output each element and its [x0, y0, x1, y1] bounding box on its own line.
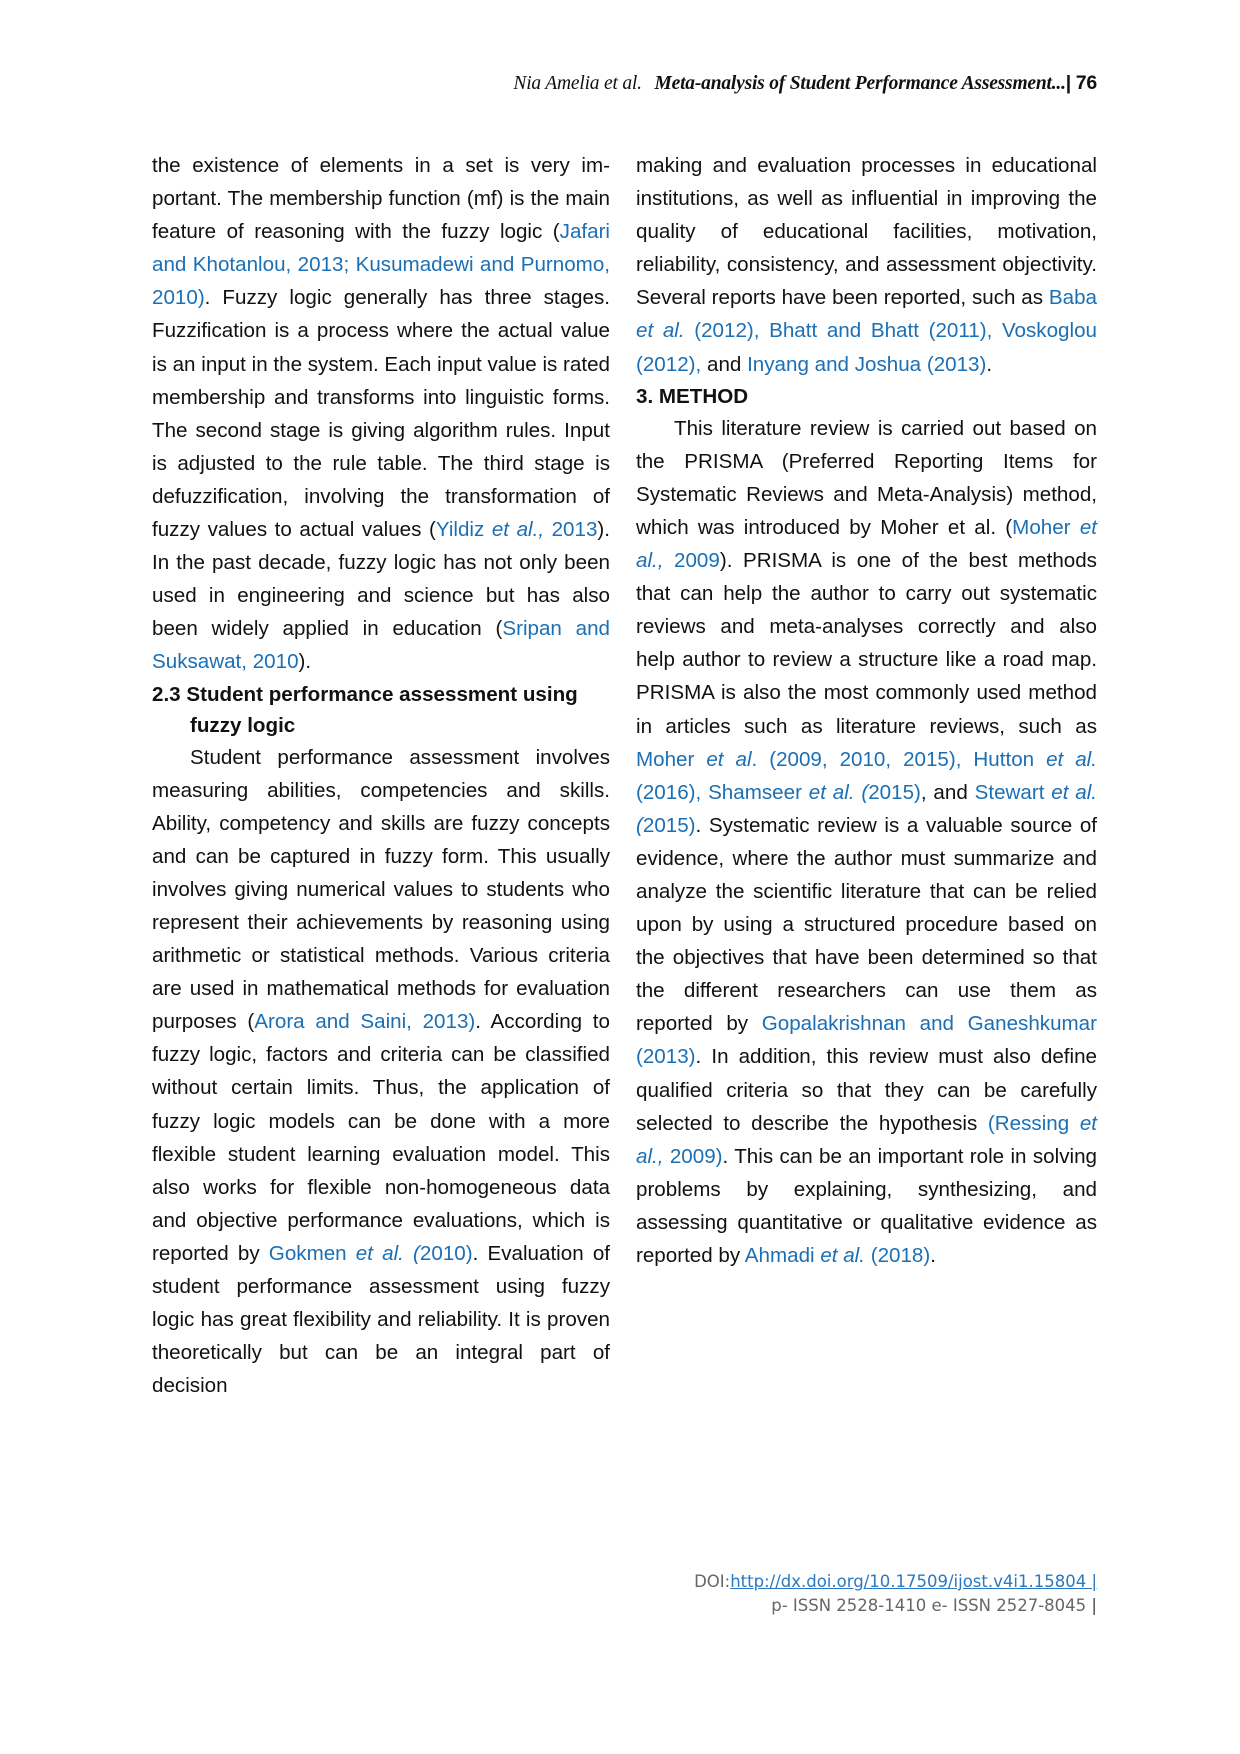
body-text: In the past decade, fuzzy logic has not … [152, 551, 610, 641]
citation-text: (2012), Bhatt and Bhatt (2011), Voskoglo… [636, 319, 1097, 376]
citation-moher-2009[interactable]: Moher et al., 2009 [636, 516, 1097, 572]
citation-etal: et al. [636, 319, 685, 343]
body-text: ). PRISMA is one of the best methods tha… [636, 549, 1097, 738]
citation-text: Gokmen [268, 1241, 356, 1265]
body-text: . According to fuzzy logic, factors and … [152, 1010, 610, 1265]
paragraph-student-assessment: Student performance assessment in­volves… [152, 741, 610, 1403]
citation-year: 2010) [419, 1241, 473, 1265]
citation-ressing[interactable]: (Ressing et al., 2009) [636, 1112, 1097, 1168]
citation-moher-hutton-shamseer[interactable]: Moher et al. (2009, 2010, 2015), Hutton … [636, 748, 1097, 804]
citation-etal: et al. [820, 1244, 865, 1267]
citation-etal: et al. ( [808, 780, 869, 804]
citation-year: 2015) [868, 780, 921, 804]
citation-text: Moher [1012, 515, 1080, 539]
citation-inyang-joshua[interactable]: Inyang and Joshua (2013) [747, 352, 987, 376]
citation-year: 2015) [642, 813, 696, 837]
body-text: . Evaluation of student perfor­mance ass… [152, 1241, 610, 1398]
page-number: 76 [1075, 72, 1097, 94]
citation-etal: et al. ( [355, 1241, 420, 1265]
paragraph-fuzzy-logic-stages: the existence of elements in a set is ve… [152, 149, 610, 679]
citation-text: (2016), Shamseer [636, 780, 809, 804]
citation-etal: et al., [636, 1111, 1097, 1168]
body-text: the existence of elements in a set is ve… [152, 154, 610, 244]
left-column: the existence of elements in a set is ve… [152, 149, 610, 1402]
citation-ahmadi[interactable]: Ahmadi et al. (2018) [745, 1244, 930, 1267]
section-heading-3-method: 3. METHOD [636, 384, 749, 408]
body-text: . Systematic review is a valuable source… [636, 813, 1097, 1036]
right-column: making and evaluation processes in educa… [636, 149, 1097, 1272]
citation-year: (2018) [864, 1244, 931, 1267]
header-separator: | [1065, 72, 1072, 94]
citation-etal: et al. [1046, 747, 1097, 771]
citation-jafari-kusumadewi[interactable]: Jafari and Khotanlou, 2013; Kusumadewi a… [152, 220, 610, 310]
body-text: This literature review is carried out ba… [636, 416, 1097, 539]
header-authors: Nia Amelia et al. [513, 73, 642, 94]
citation-year: 2009 [663, 549, 720, 573]
body-text: . In ad­dition, this review must also de… [636, 1045, 1097, 1135]
body-text: ). [597, 518, 610, 542]
citation-sripan[interactable]: Sripan and Suksawat, 2010 [152, 617, 610, 674]
citation-baba-bhatt-voskoglou[interactable]: Baba et al. (2012), Bhatt and Bhatt (201… [636, 286, 1097, 375]
citation-year: 2013 [544, 518, 598, 542]
citation-yildiz[interactable]: Yildiz et al., 2013 [436, 518, 598, 541]
citation-text: Moher [636, 747, 707, 771]
citation-etal: et al [706, 747, 752, 771]
doi-label: DOI: [694, 1572, 731, 1591]
section-heading-2-3: 2.3 Student performance assessment using… [152, 682, 578, 737]
paragraph-continued: making and evaluation processes in educa… [636, 149, 1097, 381]
header-title: Meta-analysis of Student Performance Ass… [654, 73, 1066, 94]
issn-separator: | [1086, 1596, 1097, 1615]
citation-etal: et al., [491, 518, 545, 542]
citation-text: Yildiz [435, 518, 492, 542]
citation-text: Ahmadi [744, 1244, 821, 1267]
doi-line: DOI:http://dx.doi.org/10.17509/ijost.v4i… [694, 1570, 1097, 1594]
citation-text: Stewart [974, 780, 1052, 804]
citation-stewart[interactable]: Stewart et al. (2015) [636, 781, 1097, 837]
citation-year: 2009) [663, 1144, 723, 1168]
citation-text: Baba [1048, 286, 1097, 310]
paragraph-method: This literature review is carried out ba… [636, 412, 1097, 1272]
citation-gokmen[interactable]: Gokmen et al. (2010) [269, 1242, 473, 1265]
citation-text: (Ressing [987, 1111, 1080, 1135]
citation-gopalakrishnan[interactable]: Go­palakrishnan and Ganeshkumar (2013) [636, 1012, 1097, 1069]
body-text: making and evaluation processes in educa… [636, 154, 1097, 310]
body-text: . [986, 352, 993, 376]
citation-text: . (2009, 2010, 2015), Hutton [751, 747, 1047, 771]
citation-etal: et al. ( [636, 780, 1097, 837]
page-footer: DOI:http://dx.doi.org/10.17509/ijost.v4i… [694, 1570, 1097, 1618]
citation-arora-saini[interactable]: Arora and Saini, 2013) [254, 1010, 476, 1034]
body-text: . This can be an important role in solv­… [636, 1144, 1097, 1267]
body-text: . [930, 1244, 936, 1267]
citation-etal: et al., [636, 515, 1097, 573]
issn-text: p- ISSN 2528-1410 e- ISSN 2527-8045 [771, 1596, 1087, 1615]
issn-line: p- ISSN 2528-1410 e- ISSN 2527-8045 | [694, 1594, 1097, 1618]
body-text: Student performance assessment in­volves… [152, 745, 610, 1034]
running-header: Nia Amelia et al. Meta-analysis of Stude… [300, 72, 1097, 95]
body-text: , and [920, 780, 975, 804]
body-text: and [701, 352, 748, 376]
doi-link[interactable]: http://dx.doi.org/10.17509/ijost.v4i1.15… [730, 1572, 1097, 1591]
body-text: ). [298, 650, 312, 674]
body-text: . Fuzzy logic generally has three stages… [152, 286, 610, 542]
